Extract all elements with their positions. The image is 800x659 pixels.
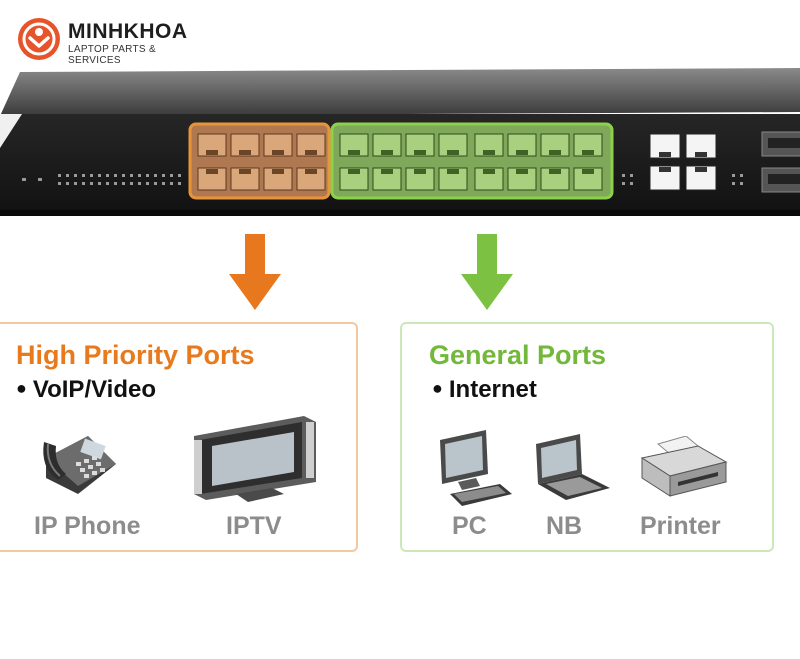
pc-icon (440, 430, 512, 506)
high-priority-bullet: ●VoIP/Video (16, 376, 157, 403)
tv-icon (194, 416, 316, 502)
device-label-ip-phone: IP Phone (34, 512, 141, 540)
device-label-iptv: IPTV (226, 512, 282, 540)
logo-mark-icon (18, 18, 60, 60)
high-priority-title: High Priority Ports (16, 340, 255, 370)
high-priority-panel: High Priority Ports ●VoIP/Video IP Phone… (0, 322, 358, 552)
general-title: General Ports (429, 340, 607, 370)
device-label-pc: PC (452, 512, 487, 540)
orange-arrow-icon (229, 234, 281, 310)
general-panel: General Ports ●Internet PC NB Printer (400, 322, 774, 552)
logo-tagline: LAPTOP PARTS & SERVICES (68, 44, 156, 66)
green-arrow-icon (461, 234, 513, 310)
device-label-nb: NB (546, 512, 583, 540)
brand-logo: MINHKHOA LAPTOP PARTS & SERVICES (18, 16, 208, 66)
network-switch (0, 68, 800, 216)
notebook-icon (536, 434, 610, 500)
device-label-printer: Printer (640, 512, 721, 540)
logo-name: MINHKHOA (68, 20, 188, 43)
general-bullet: ●Internet (432, 376, 537, 403)
ip-phone-icon (43, 436, 116, 494)
high-priority-bullet-text: VoIP/Video (32, 376, 157, 403)
general-bullet-text: Internet (448, 376, 537, 403)
printer-icon (640, 436, 728, 497)
